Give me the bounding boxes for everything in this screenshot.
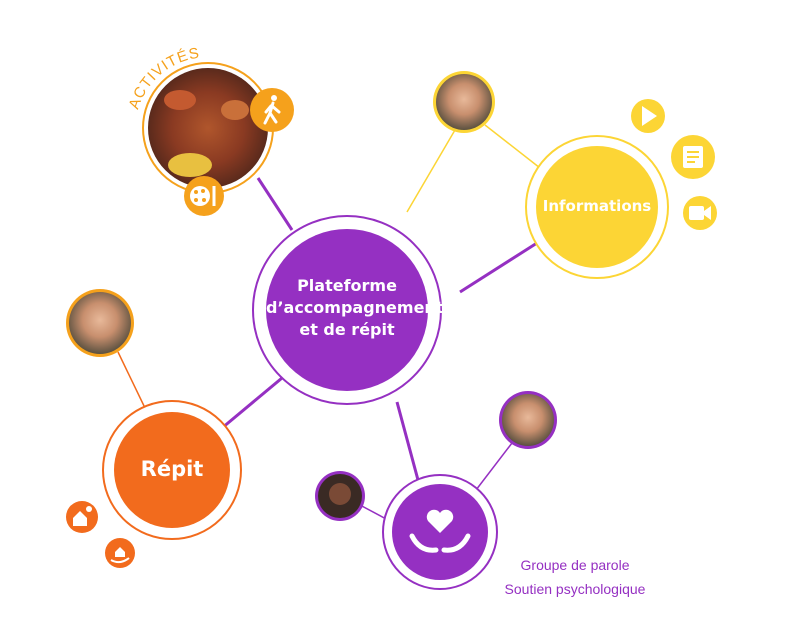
- video-camera-icon[interactable]: [683, 196, 717, 230]
- avatar-young-woman: [315, 471, 365, 521]
- avatar-man: [433, 71, 495, 133]
- repit-label: Répit: [140, 457, 204, 481]
- document-icon[interactable]: [671, 135, 715, 179]
- activities-node[interactable]: [142, 62, 274, 194]
- connectors: [117, 124, 541, 521]
- palette-icon[interactable]: [184, 176, 224, 216]
- center-node[interactable]: [252, 215, 442, 405]
- house-sun-icon[interactable]: [66, 501, 98, 533]
- play-icon[interactable]: [631, 99, 665, 133]
- center-title: Plateforme d’accompagnement et de répit: [266, 276, 444, 339]
- support-label: Groupe de parole Soutien psychologique: [504, 557, 646, 597]
- avatar-woman: [66, 289, 134, 357]
- heart-hands-icon: [409, 509, 471, 553]
- informations-label: Informations: [542, 197, 652, 215]
- avatar-older-man: [499, 391, 557, 449]
- repit-node[interactable]: [102, 400, 242, 540]
- walking-icon[interactable]: [250, 88, 294, 132]
- informations-node[interactable]: [525, 135, 669, 279]
- hand-house-icon[interactable]: [105, 538, 135, 568]
